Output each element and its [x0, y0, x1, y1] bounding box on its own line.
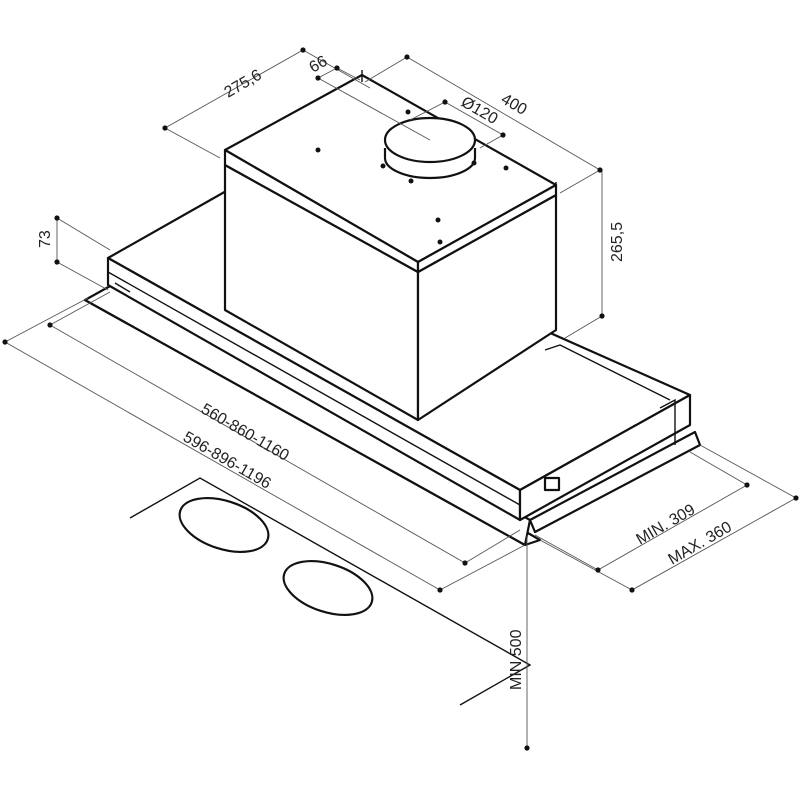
- dim-label-400: 400: [498, 91, 530, 119]
- connector: [543, 476, 561, 492]
- hob-burner-right: [282, 560, 374, 616]
- hob-burner-left: [178, 497, 270, 553]
- dimension-lines: [2, 47, 799, 751]
- dim-label-min-height: MIN 500: [508, 629, 525, 690]
- dim-label-73: 73: [37, 230, 54, 248]
- hob: [129, 477, 532, 706]
- dim-label-265: 265,5: [609, 222, 626, 262]
- duct-outlet: [383, 116, 477, 180]
- dim-label-275: 275,6: [222, 67, 265, 102]
- hob-outline: [129, 477, 532, 706]
- dim-label-66: 66: [307, 53, 331, 77]
- motor-housing: [223, 70, 558, 422]
